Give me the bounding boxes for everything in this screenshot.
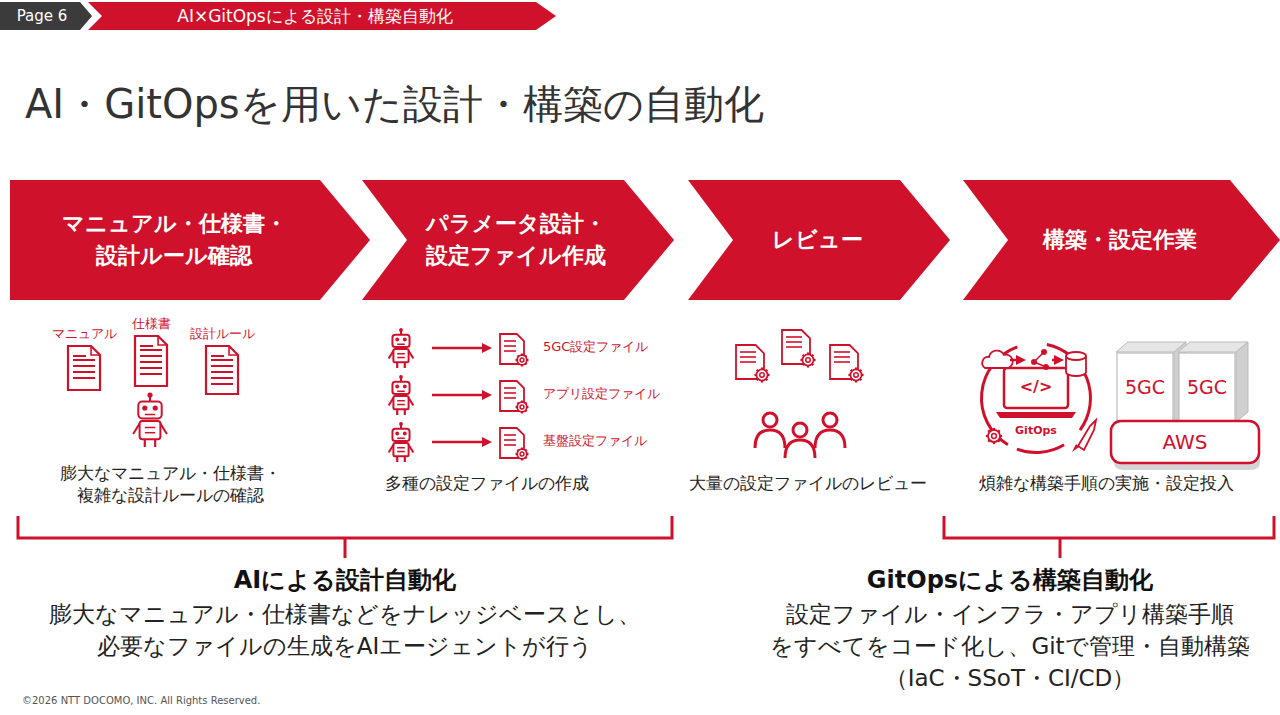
- section-heading: GitOpsによる構築自動化: [867, 565, 1153, 596]
- gear-icon: [754, 367, 769, 382]
- node-text: マニュアル・仕様書・ 設計ルール確認: [28, 208, 320, 272]
- node-text: AI×GitOpsによる設計・構築自動化: [114, 6, 516, 26]
- file-label: アプリ設定ファイル: [543, 386, 660, 403]
- node-text: レビュー: [734, 224, 900, 256]
- config-file-icon: [830, 345, 864, 383]
- shape-fill: [10, 180, 370, 300]
- node-text: Page 6: [10, 7, 74, 25]
- gear-icon: [516, 354, 529, 367]
- robot-icon: [133, 392, 167, 447]
- flow-arrow: [1010, 355, 1026, 365]
- gitops-icon: [980, 343, 1096, 454]
- aws-tray: AWS: [1110, 420, 1260, 464]
- icon-label: 設計ルール: [190, 326, 255, 343]
- flow-arrow: [1052, 355, 1064, 365]
- process-chevron-shape: [362, 180, 674, 300]
- process-chevron-shape: [10, 180, 370, 300]
- section-body: 膨大なマニュアル・仕様書などをナレッジベースとし、 必要なファイルの生成をAIエ…: [35, 598, 655, 662]
- shape-fill: [88, 2, 556, 30]
- robot-icon: [389, 328, 414, 368]
- shape-fill: [963, 180, 1280, 300]
- process-chevron: レビュー: [688, 180, 950, 300]
- step-caption: 多種の設定ファイルの作成: [385, 472, 589, 494]
- shape-outline: [1111, 421, 1259, 463]
- icon-label: 仕様書: [132, 316, 171, 333]
- step-caption: 煩雑な構築手順の実施・設定投入: [979, 472, 1234, 494]
- config-file-icon: [782, 330, 816, 368]
- config-file-icon: [500, 334, 528, 366]
- server-box: 5GC: [1116, 352, 1174, 422]
- section-heading: AIによる設計自動化: [234, 565, 457, 596]
- page-tab: Page 6: [0, 2, 92, 30]
- flow-arrow: [432, 343, 492, 353]
- process-chevron: パラメータ設計・ 設定ファイル作成: [362, 180, 674, 300]
- gear-icon: [516, 448, 529, 461]
- flow-arrow: [432, 437, 492, 447]
- page-title: AI・GitOpsを用いた設計・構築の自動化: [25, 78, 764, 130]
- document-icon: [68, 346, 100, 390]
- person-icon: [815, 413, 845, 448]
- shape-outline: [1117, 353, 1173, 421]
- robot-icon: [389, 375, 414, 415]
- person-icon: [785, 423, 815, 458]
- icon-label: GitOps: [1015, 424, 1057, 438]
- shape-fill: [362, 180, 674, 300]
- server-box: 5GC: [1178, 352, 1236, 422]
- config-file-icon: [736, 345, 770, 383]
- node-text: 構築・設定作業: [1009, 224, 1230, 256]
- process-chevron: マニュアル・仕様書・ 設計ルール確認: [10, 180, 370, 300]
- gear-icon: [986, 428, 1002, 444]
- shape-fill: [688, 180, 950, 300]
- flow-arrow: [432, 390, 492, 400]
- document-icon: [206, 346, 238, 394]
- document-icon: [135, 336, 167, 386]
- step-caption: 膨大なマニュアル・仕様書・ 複雑な設計ルールの確認: [45, 462, 295, 506]
- gear-icon: [848, 367, 863, 382]
- section-body: 設定ファイル・インフラ・アプリ構築手順 をすべてをコード化し、Gitで管理・自動…: [760, 598, 1260, 694]
- step-caption: 大量の設定ファイルのレビュー: [689, 472, 927, 494]
- node-text: パラメータ設計・ 設定ファイル作成: [408, 208, 624, 272]
- icons: [68, 328, 1260, 470]
- file-label: 基盤設定ファイル: [543, 433, 647, 450]
- shape-outline: [1179, 353, 1235, 421]
- process-chevron: 構築・設定作業: [963, 180, 1280, 300]
- shape-fill: [0, 2, 92, 30]
- node-text: 5GC: [1180, 376, 1234, 399]
- gear-icon: [800, 352, 815, 367]
- breadcrumb-band: AI×GitOpsによる設計・構築自動化: [88, 2, 556, 30]
- person-icon: [755, 413, 785, 448]
- code-symbol: </>: [1020, 377, 1053, 398]
- robot-icon: [389, 422, 414, 462]
- config-file-icon: [500, 428, 528, 460]
- brackets: [18, 516, 1274, 558]
- file-label: 5GC設定ファイル: [543, 339, 648, 356]
- icon-label: マニュアル: [52, 326, 117, 343]
- gear-icon: [516, 401, 529, 414]
- config-file-icon: [500, 381, 528, 413]
- copyright-note: ©2026 NTT DOCOMO, INC. All Rights Reserv…: [22, 694, 260, 707]
- node-text: 5GC: [1118, 376, 1172, 399]
- node-text: AWS: [1114, 430, 1256, 454]
